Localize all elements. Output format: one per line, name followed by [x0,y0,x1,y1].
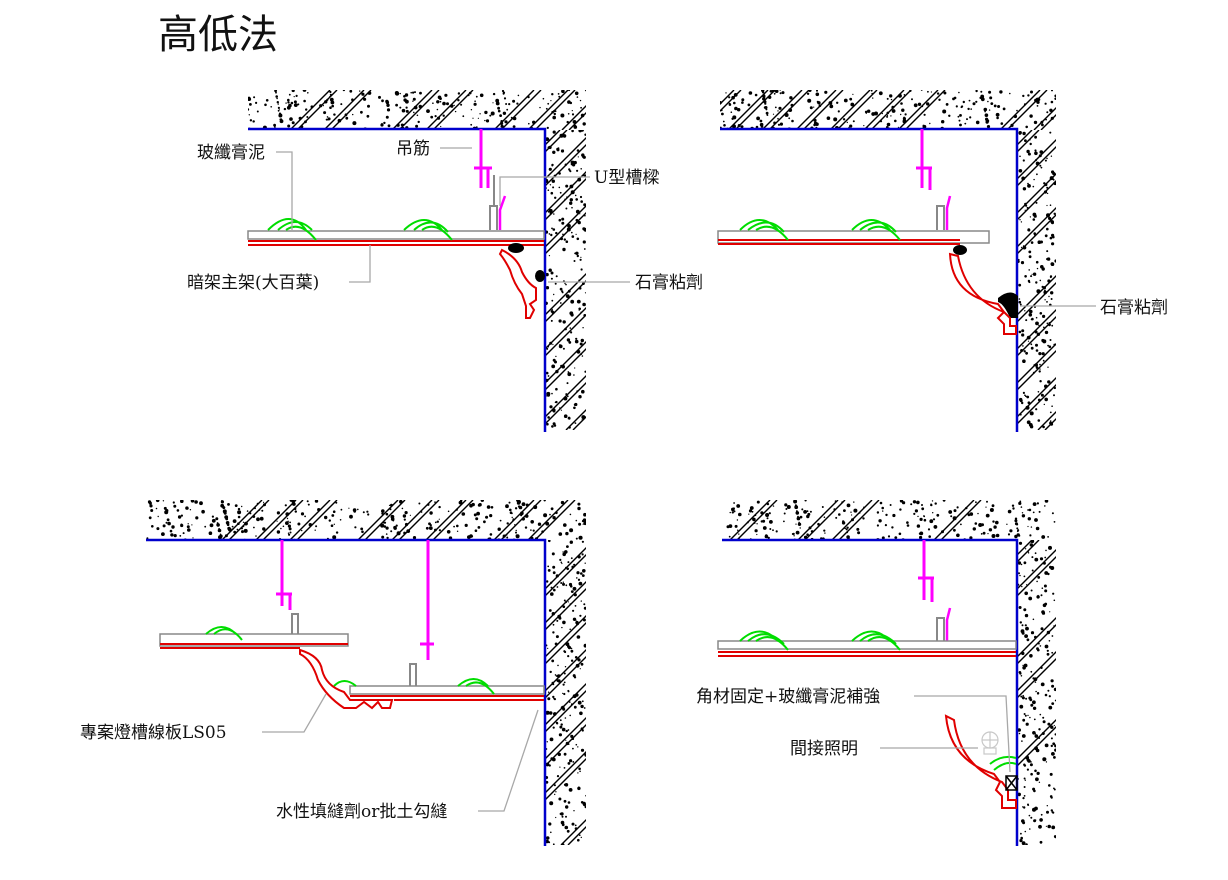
wall-outline [146,538,547,846]
wall-outline [248,127,547,432]
panel-2: 石膏粘劑 [717,90,1168,432]
concrete-wall [546,130,586,430]
leader-lines [262,693,539,812]
label-ceiling-frame: 暗架主架(大百葉) [187,273,319,293]
upper-ceiling-frame [159,633,349,647]
hanger-rod [474,129,492,188]
adhesive-blob [508,243,524,253]
panel-3: 專案燈槽線板LS05 水性填縫劑or批土勾縫 [80,500,586,846]
u-channel [936,205,945,230]
concrete-slab [720,90,1056,130]
panel-4: 角材固定+玻纖膏泥補強 間接照明 [696,500,1056,846]
u-channel [489,175,498,230]
angle-bracket [1005,775,1018,791]
label-gypsum-adhesive: 石膏粘劑 [1100,297,1168,318]
label-u-channel: U型槽樑 [594,168,659,188]
hanger-clip [498,195,507,230]
leader-lines [880,695,1011,773]
label-fiber-plaster: 玻纖膏泥 [197,142,265,163]
concrete-wall [1018,540,1056,845]
u-channel [291,613,417,686]
label-cove-molding: 專案燈槽線板LS05 [80,723,227,743]
hanger-rod [276,540,434,660]
hanger-rod [918,540,934,602]
fiber-plaster-blob [739,219,901,241]
cornice-molding [948,252,1017,335]
page-title: 高低法 [158,12,278,58]
fiber-plaster-blob [267,218,453,241]
concrete-slab [146,500,586,540]
cornice-molding [498,248,537,319]
lower-ceiling-frame [349,685,545,695]
concrete-slab [248,90,586,130]
adhesive-blob [953,245,967,255]
wall-outline [720,127,1019,432]
ceiling-frame [717,230,990,244]
label-sealant: 水性填縫劑or批土勾縫 [276,802,447,822]
ceiling-frame [717,640,1017,650]
label-indirect-lighting: 間接照明 [790,739,858,759]
label-angle-fix: 角材固定+玻纖膏泥補強 [696,686,880,707]
concrete-wall [546,540,586,845]
label-hanger: 吊筋 [396,139,430,159]
hanger-clip [945,195,952,230]
fiber-plaster-blob [205,626,495,695]
fiber-plaster-blob [739,630,1017,771]
leader-lines [276,147,630,283]
panel-1: 玻纖膏泥 吊筋 U型槽樑 暗架主架(大百葉) 石膏粘劑 [187,90,703,432]
label-gypsum-adhesive: 石膏粘劑 [635,272,703,293]
light-bulb-icon [981,731,999,755]
cornice-molding [944,714,1017,809]
cornice-molding [299,648,394,710]
concrete-wall [1018,130,1056,430]
concrete-slab [726,500,1056,540]
u-channel [936,617,945,641]
wall-outline [722,538,1019,846]
ceiling-frame [247,230,545,240]
hanger-clip [945,607,952,641]
adhesive-blob-2 [998,292,1018,318]
adhesive-blob-2 [535,270,545,282]
hanger-rod [916,129,932,190]
